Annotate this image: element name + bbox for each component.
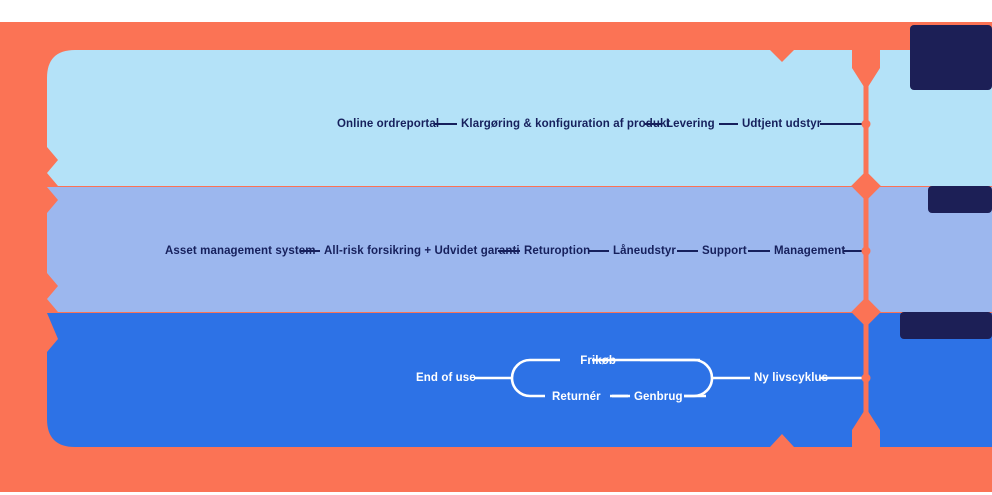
- step-label-asset-management-system[interactable]: Asset management system: [165, 245, 316, 257]
- spine-dot-row-1[interactable]: [861, 119, 871, 129]
- orange-bottom-shoulder: [880, 447, 992, 492]
- row-3-group: End of use Frikøb Returnér Genbrug Ny li…: [416, 355, 866, 403]
- band-row-3: [47, 313, 992, 447]
- step-label-laaneudstyr[interactable]: Låneudstyr: [613, 245, 676, 257]
- band-row-1: [47, 50, 992, 186]
- step-label-online-ordreportal[interactable]: Online ordreportal: [337, 118, 439, 130]
- redaction-block-3: [900, 312, 992, 339]
- spine-dot-row-3[interactable]: [861, 373, 871, 383]
- spine-diamond-boundary-1[interactable]: [851, 171, 881, 201]
- step-label-genbrug[interactable]: Genbrug: [634, 391, 683, 403]
- redaction-block-1: [910, 25, 992, 90]
- row-1-group: Online ordreportal Klargøring & konfigur…: [337, 118, 866, 130]
- spine-diamond-boundary-2[interactable]: [851, 297, 881, 327]
- step-label-all-risk-forsikring[interactable]: All-risk forsikring + Udvidet garanti: [324, 245, 520, 257]
- redaction-block-2: [928, 186, 992, 213]
- step-label-management[interactable]: Management: [774, 245, 845, 257]
- timeline-spine-top-cap: [852, 22, 880, 90]
- timeline-spine-bottom-cap: [852, 408, 880, 492]
- step-label-frikoeb[interactable]: Frikøb: [580, 355, 616, 367]
- step-label-levering[interactable]: Levering: [666, 118, 715, 130]
- step-label-returoption[interactable]: Returoption: [524, 245, 590, 257]
- step-label-support[interactable]: Support: [702, 245, 747, 257]
- step-label-returner[interactable]: Returnér: [552, 391, 601, 403]
- step-label-end-of-use[interactable]: End of use: [416, 372, 476, 384]
- step-label-klargoering-konfiguration[interactable]: Klargøring & konfiguration af produkt: [461, 118, 670, 130]
- band-row-2: [47, 187, 992, 312]
- step-label-udtjent-udstyr[interactable]: Udtjent udstyr: [742, 118, 822, 130]
- spine-dot-row-2[interactable]: [861, 246, 871, 256]
- step-label-ny-livscyklus[interactable]: Ny livscyklus: [754, 372, 828, 384]
